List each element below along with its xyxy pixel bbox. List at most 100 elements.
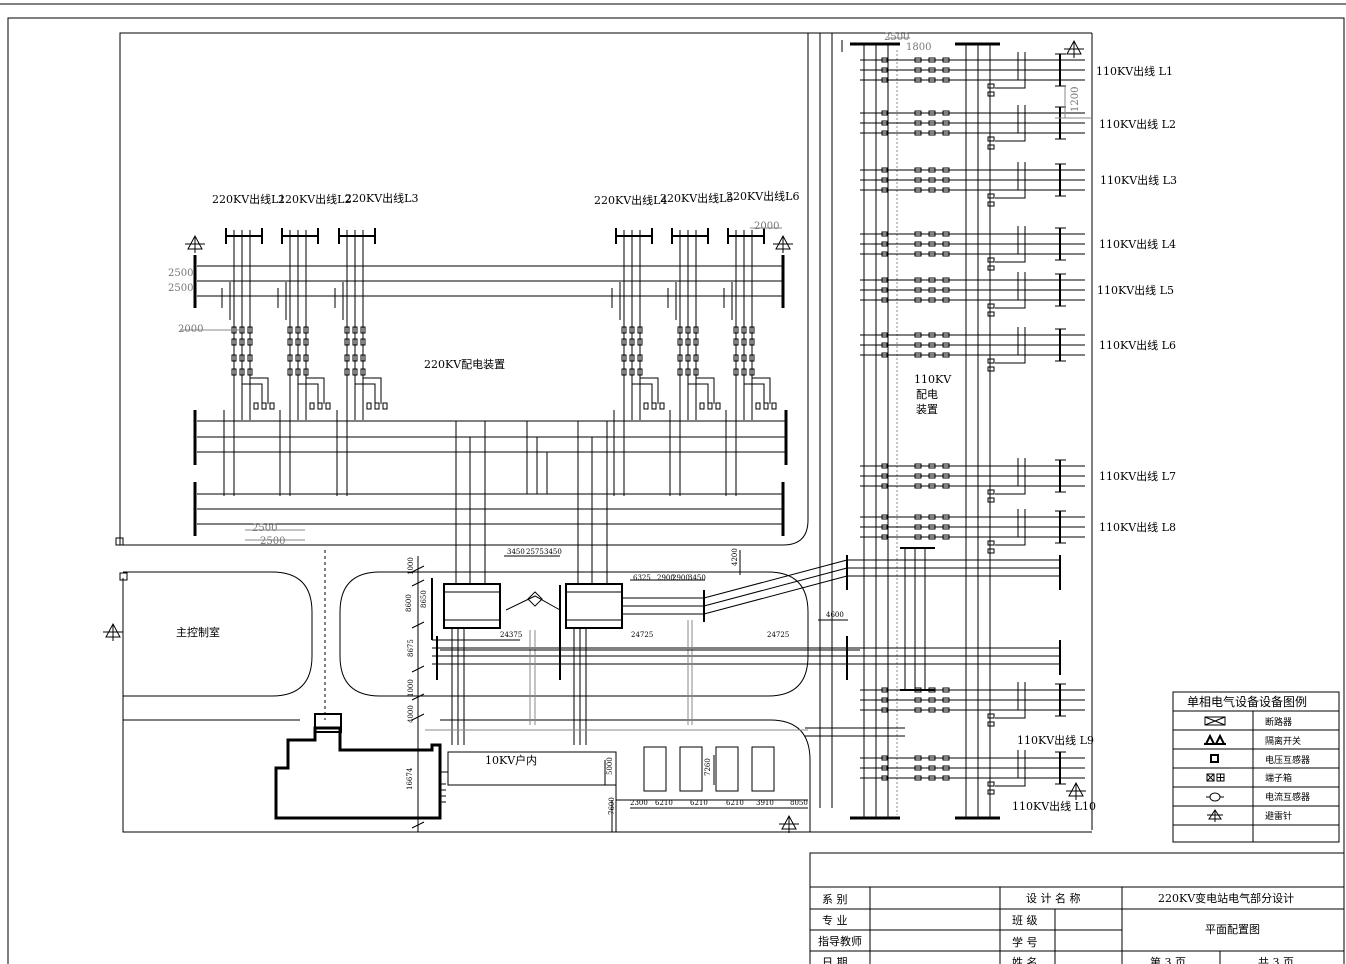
- svg-text:1800: 1800: [906, 42, 931, 53]
- svg-text:3910: 3910: [756, 799, 774, 807]
- label-220kv-L2: 220KV出线L2: [278, 192, 351, 206]
- legend-label-vt: 电压互感器: [1265, 754, 1310, 766]
- svg-text:1000: 1000: [407, 557, 415, 575]
- bus-220kv-lower: [197, 493, 783, 525]
- bus-220kv-end-posts: [193, 255, 788, 536]
- bay-220kv-2: [277, 228, 331, 496]
- breaker-icon: [1204, 716, 1226, 726]
- bay-110kv-7: [860, 458, 1085, 503]
- bay-220kv-3: [334, 228, 388, 496]
- svg-text:2900: 2900: [672, 574, 690, 582]
- tb-class-label: 班 级: [1012, 914, 1038, 927]
- svg-text:24725: 24725: [767, 631, 789, 639]
- svg-text:6325: 6325: [633, 574, 651, 582]
- area-220kv-label: 220KV配电装置: [424, 358, 505, 371]
- svg-text:4200: 4200: [731, 548, 739, 566]
- svg-text:3450: 3450: [544, 548, 562, 556]
- title-block: 系 别 设 计 名 称 220KV变电站电气部分设计 专 业 班 级 平面配置图…: [809, 852, 1345, 964]
- lightning-rod-icon: [1207, 809, 1223, 822]
- bus-220kv-middle: [197, 420, 786, 453]
- transformer-area-wiring: [425, 545, 1061, 745]
- bay-110kv-4: [860, 226, 1085, 271]
- tb-date-label: 日 期: [822, 956, 848, 964]
- tb-total-label: 共 3 页: [1258, 956, 1294, 964]
- bay-110kv-6: [860, 327, 1085, 372]
- tb-design-title: 220KV变电站电气部分设计: [1158, 891, 1294, 905]
- legend-label-terminal: 端子箱: [1265, 772, 1292, 784]
- main-transformer-1: [443, 583, 501, 629]
- labels-110kv-outgoing: 110KV出线 L1 110KV出线 L2 110KV出线 L3 110KV出线…: [1012, 64, 1177, 813]
- lightning-rod-2: [773, 234, 793, 253]
- svg-text:4000: 4000: [407, 705, 415, 723]
- svg-text:110KV: 110KV: [914, 373, 952, 386]
- svg-text:24725: 24725: [631, 631, 653, 639]
- svg-text:2000: 2000: [178, 324, 203, 335]
- bay-110kv-10: [860, 750, 1085, 795]
- bays-110kv: [860, 52, 1085, 795]
- dimension-lines: [180, 37, 1092, 832]
- svg-text:6210: 6210: [726, 799, 744, 807]
- tb-student-id-label: 学 号: [1012, 935, 1038, 949]
- label-110kv-L1: 110KV出线 L1: [1096, 64, 1173, 78]
- current-transformer-icon: [1206, 792, 1224, 802]
- bay-110kv-2: [860, 105, 1085, 150]
- svg-text:配电: 配电: [916, 388, 938, 401]
- svg-text:2300: 2300: [630, 799, 648, 807]
- label-110kv-L3: 110KV出线 L3: [1100, 173, 1177, 187]
- voltage-transformer-icon: [1210, 754, 1219, 763]
- capacitor-cells: [615, 746, 808, 832]
- svg-text:4600: 4600: [826, 611, 844, 619]
- label-110kv-L4: 110KV出线 L4: [1099, 237, 1176, 251]
- svg-text:7600: 7600: [608, 797, 616, 815]
- svg-text:8650: 8650: [420, 590, 428, 608]
- main-transformer-2: [565, 583, 623, 629]
- tb-drawing-name: 平面配置图: [1205, 923, 1260, 936]
- svg-text:5000: 5000: [606, 757, 614, 775]
- bay-110kv-3: [860, 162, 1085, 207]
- svg-text:2500: 2500: [260, 536, 285, 547]
- label-220kv-L4: 220KV出线L4: [594, 193, 667, 207]
- legend-table: 单相电气设备设备图例 断路器 隔离开关 电压互感器 端子箱 电流互感器 避雷针: [1172, 691, 1340, 843]
- control-room-label: 主控制室: [176, 625, 220, 639]
- tb-advisor-label: 指导教师: [818, 934, 862, 948]
- svg-text:6210: 6210: [655, 799, 673, 807]
- legend-title: 单相电气设备设备图例: [1187, 694, 1307, 709]
- tb-design-name-label: 设 计 名 称: [1026, 891, 1081, 905]
- label-220kv-L1: 220KV出线L1: [212, 192, 285, 206]
- svg-text:2575: 2575: [526, 548, 544, 556]
- legend-label-ct: 电流互感器: [1265, 791, 1310, 803]
- svg-text:装置: 装置: [916, 403, 938, 416]
- terminal-box-icon: [1206, 773, 1225, 782]
- legend-label-disconnector: 隔离开关: [1265, 735, 1301, 747]
- bay-110kv-1: [860, 52, 1085, 97]
- svg-text:8600: 8600: [405, 594, 413, 612]
- svg-text:1200: 1200: [1070, 87, 1081, 112]
- label-110kv-L8: 110KV出线 L8: [1099, 520, 1176, 534]
- svg-text:2500: 2500: [168, 283, 193, 294]
- bay-220kv-1: [221, 228, 275, 496]
- svg-text:6210: 6210: [690, 799, 708, 807]
- site-boundary: [122, 578, 1092, 833]
- svg-text:1000: 1000: [407, 679, 415, 697]
- label-110kv-L7: 110KV出线 L7: [1099, 469, 1176, 483]
- labels-220kv-outgoing: 220KV出线L1 220KV出线L2 220KV出线L3 220KV出线L4 …: [212, 189, 799, 207]
- legend-label-breaker: 断路器: [1265, 716, 1292, 728]
- label-110kv-L10: 110KV出线 L10: [1012, 799, 1096, 813]
- road-transformer-loop: [339, 571, 809, 697]
- svg-text:8050: 8050: [790, 799, 808, 807]
- bays-220kv: [221, 228, 777, 496]
- yard-220kv-fence: [119, 32, 809, 546]
- indoor-10kv-label: 10KV户内: [485, 753, 537, 767]
- dimension-texts: 2500 2500 2000 2500 2500 2000 2500 1800 …: [168, 32, 1081, 815]
- drawing-frame: [7, 17, 1345, 964]
- svg-text:2000: 2000: [754, 221, 779, 232]
- tb-dept-label: 系 别: [822, 893, 848, 906]
- bus-110kv: [850, 42, 1000, 820]
- svg-text:7260: 7260: [704, 758, 712, 776]
- lightning-rod-3: [1064, 39, 1084, 58]
- svg-text:3450: 3450: [688, 574, 706, 582]
- svg-text:24375: 24375: [500, 631, 522, 639]
- svg-text:16674: 16674: [406, 767, 414, 790]
- lightning-rod-6: [1066, 781, 1086, 800]
